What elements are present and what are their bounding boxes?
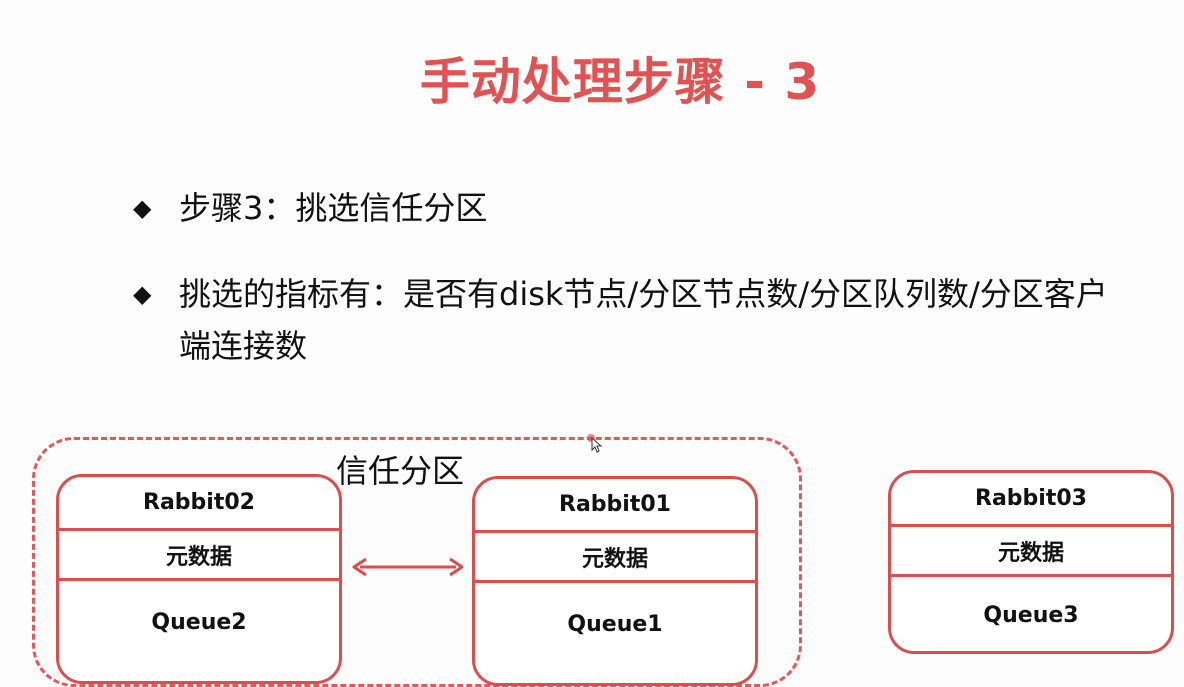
node-name: Rabbit02 [143, 490, 255, 515]
node-name: Rabbit03 [975, 486, 1087, 511]
diamond-bullet-icon: ◆ [133, 280, 152, 308]
node-queue: Queue3 [891, 574, 1171, 651]
node-queue: Queue1 [475, 580, 755, 666]
node-metadata: 元数据 [59, 528, 339, 578]
bullet-criteria: ◆ 挑选的指标有：是否有disk节点/分区节点数/分区队列数/分区客户端连接数 [133, 268, 1123, 372]
node-rabbit03: Rabbit03 元数据 Queue3 [888, 470, 1174, 654]
node-rabbit02: Rabbit02 元数据 Queue2 [56, 474, 342, 684]
diamond-bullet-icon: ◆ [133, 194, 152, 222]
node-rabbit01: Rabbit01 元数据 Queue1 [472, 476, 758, 686]
node-metadata: 元数据 [891, 524, 1171, 574]
slide-title: 手动处理步骤 - 3 [419, 53, 821, 111]
node-name: Rabbit01 [559, 492, 671, 517]
sync-arrow-icon [352, 557, 464, 577]
node-queue: Queue2 [59, 578, 339, 664]
bullet-step3: ◆ 步骤3：挑选信任分区 [133, 182, 833, 234]
trust-partition-label: 信任分区 [336, 452, 465, 490]
bullet-text: 步骤3：挑选信任分区 [179, 189, 488, 227]
mouse-pointer-icon [587, 434, 603, 453]
bullet-text: 挑选的指标有：是否有disk节点/分区节点数/分区队列数/分区客户端连接数 [179, 275, 1108, 365]
node-metadata: 元数据 [475, 530, 755, 580]
